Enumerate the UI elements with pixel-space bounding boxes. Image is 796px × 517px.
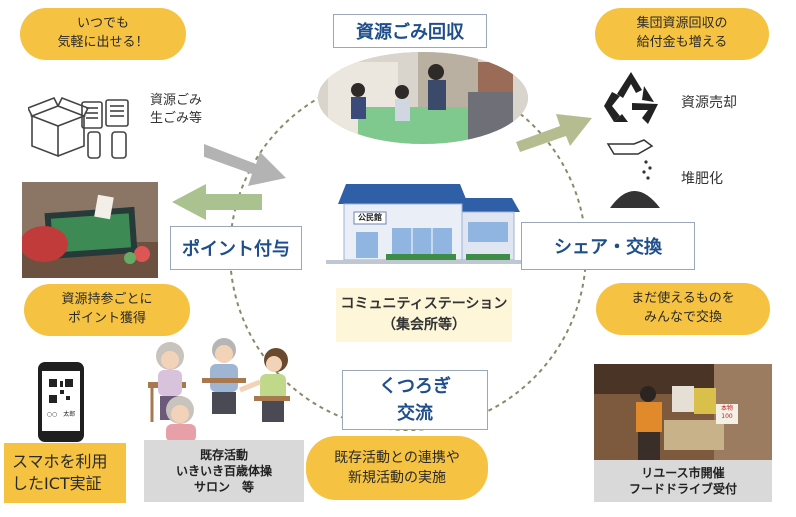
green-arrow-icon bbox=[172, 184, 262, 220]
hall-sign: 公民館 bbox=[354, 212, 386, 224]
activities-bubble: 既存活動との連携や 新規活動の実施 bbox=[306, 436, 488, 500]
compost-label: 堆肥化 bbox=[681, 170, 723, 190]
recycle-icon bbox=[598, 70, 664, 128]
resource-collection-title: 資源ごみ回収 bbox=[333, 14, 487, 48]
subsidy-bubble: 集団資源回収の 給付金も増える bbox=[595, 8, 769, 60]
garbage-caption: 資源ごみ 生ごみ等 bbox=[150, 92, 230, 128]
phone-user-name: ○○ 太郎 bbox=[42, 409, 80, 418]
existing-activities-box: 既存活動 いきいき百歳体操 サロン 等 bbox=[144, 440, 304, 502]
reuse-market-photo: 本物 100 bbox=[594, 364, 772, 460]
relaxation-title: くつろぎ 交流 bbox=[342, 370, 488, 430]
anytime-bubble: いつでも 気軽に出せる！ bbox=[20, 8, 186, 60]
share-exchange-title: シェア・交換 bbox=[521, 222, 695, 270]
sale-label: 資源売却 bbox=[681, 94, 737, 114]
smartphone-icon: ○○ 太郎 bbox=[38, 362, 84, 442]
points-title: ポイント付与 bbox=[170, 226, 302, 270]
gray-arrow-icon bbox=[204, 130, 288, 188]
exchange-bubble: まだ使えるものを みんなで交換 bbox=[596, 283, 770, 335]
olive-arrow-icon bbox=[516, 108, 594, 156]
collection-photo bbox=[318, 52, 528, 144]
ict-trial-label: スマホを利用 したICT実証 bbox=[4, 443, 126, 503]
reuse-market-caption: リユース市開催 フードドライブ受付 bbox=[594, 460, 772, 502]
tablet-photo bbox=[22, 182, 158, 278]
exercise-illustration bbox=[144, 326, 294, 442]
reuse-sign-text: 本物 100 bbox=[717, 405, 737, 421]
community-station-label: コミュニティステーション （集会所等） bbox=[336, 288, 512, 342]
compost-icon bbox=[604, 138, 666, 210]
recyclables-icon bbox=[28, 92, 138, 164]
